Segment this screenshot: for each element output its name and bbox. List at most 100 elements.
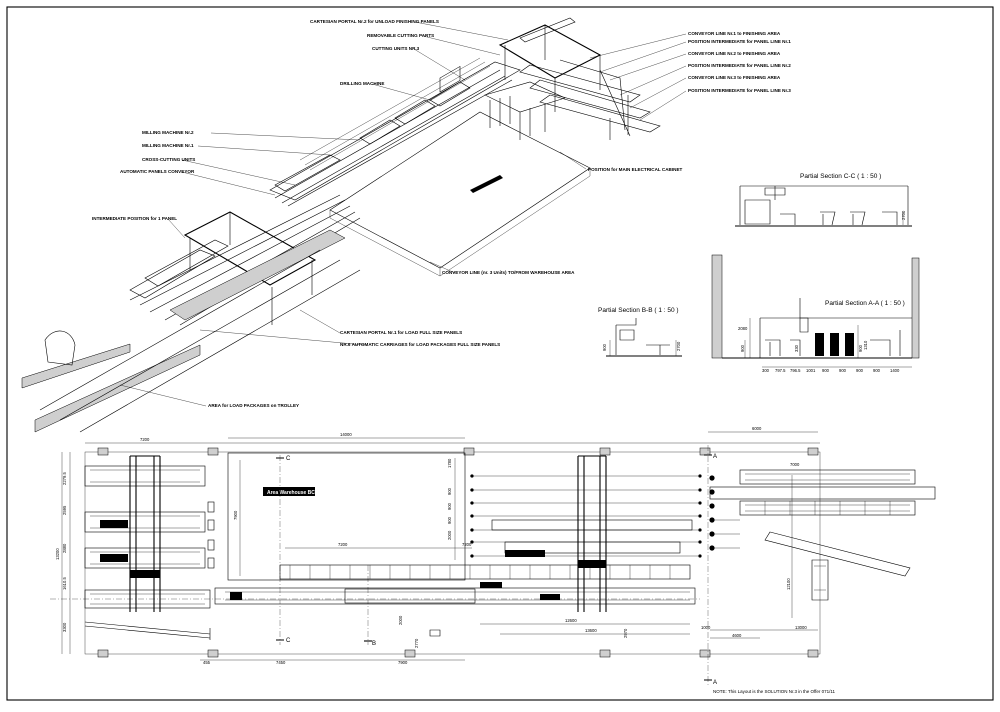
callout-position-3: POSITION INTERMEDIATE for PANEL LINE Nr.… xyxy=(688,88,791,93)
callout-portal-1: CARTESIAN PORTAL Nr.1 for LOAD FULL SIZE… xyxy=(340,330,462,335)
section-aa-bottom-dim: 300 xyxy=(762,368,770,373)
plan-dim-inner-7200: 7200 xyxy=(462,542,472,547)
plan-dim-left-3: 2880 xyxy=(62,543,67,553)
plan-dim-warehouse-w: 7200 xyxy=(338,542,348,547)
plan-dim-left-total: 13200 xyxy=(55,548,60,560)
iso-finishing-conveyors xyxy=(519,64,661,133)
plan-dim-left-2: 2595 xyxy=(62,505,67,515)
callout-cross-cutting: CROSS-CUTTING UNITS xyxy=(142,157,195,162)
plan-trolley-area xyxy=(84,621,211,640)
callout-position-2: POSITION INTERMEDIATE for PANEL LINE Nr.… xyxy=(688,63,791,68)
plan-main-line-lower xyxy=(214,587,696,605)
callout-removable-parts: REMOVABLE CUTTING PARTS xyxy=(367,33,434,38)
marker-a-bot: A xyxy=(713,680,717,686)
section-aa-bottom-dim: 1001 xyxy=(806,368,816,373)
plan-dim-bottom-f: 2770 xyxy=(414,638,419,648)
plan-warehouse-area xyxy=(227,452,466,581)
iso-electrical-cabinet xyxy=(484,81,566,113)
iso-callouts: CARTESIAN PORTAL Nr.2 for UNLOAD FINISHI… xyxy=(92,19,791,408)
section-bb: Partial Section B-B ( 1 : 50 ) 900 2700 xyxy=(598,307,682,357)
plan-dim-right-h: 12100 xyxy=(786,578,791,590)
iso-portal-2 xyxy=(498,24,602,79)
callout-milling-1: MILLING MACHINE Nr.1 xyxy=(142,143,194,148)
sheet-border xyxy=(6,6,994,701)
iso-portal-1 xyxy=(183,211,317,286)
callout-warehouse-conveyor: CONVEYOR LINE (nr. 3 Units) TO/FROM WARE… xyxy=(442,270,575,275)
section-aa-wall-left xyxy=(711,254,723,359)
callout-carriages: NR.6 AUTOMATIC CARRIAGES for LOAD PACKAG… xyxy=(340,342,500,347)
plan-dim-left-1: 2279.5 xyxy=(62,472,67,485)
plan-machine-block xyxy=(344,588,476,604)
plan-warehouse-label: Area Warehouse BCW xyxy=(267,490,320,496)
callout-cutting-units-3: CUTTING UNITS NR.3 xyxy=(372,46,420,51)
layout-note: NOTE: This Layout is the SOLUTION Nr.3 i… xyxy=(713,689,836,694)
section-aa-dim-left: 900 xyxy=(740,344,745,352)
plan-dim-top-2: 14000 xyxy=(340,432,352,437)
iso-intermediate-position xyxy=(129,239,229,299)
plan-columns xyxy=(97,447,819,658)
iso-warehouse-marker xyxy=(470,175,503,193)
section-cc: Partial Section C-C ( 1 : 50 ) 2700 xyxy=(735,173,912,227)
iso-main-rail-upper xyxy=(269,61,521,201)
plan-dim-inner-5: 2000 xyxy=(447,530,452,540)
section-cc-title: Partial Section C-C ( 1 : 50 ) xyxy=(800,173,881,180)
plan-angled-conveyor xyxy=(764,531,911,577)
section-aa-bottom-dim: 797.5 xyxy=(775,368,786,373)
section-bb-dim-1: 900 xyxy=(602,343,607,351)
callout-milling-2: MILLING MACHINE Nr.2 xyxy=(142,130,194,135)
section-bb-title: Partial Section B-B ( 1 : 50 ) xyxy=(598,307,679,314)
plan-dim-right-a: 4600 xyxy=(732,633,742,638)
plan-dim-right-mid: 12600 xyxy=(565,618,577,623)
section-aa: Partial Section A-A ( 1 : 50 ) 2080 900 … xyxy=(711,254,920,373)
section-aa-bottom-dim: 1400 xyxy=(890,368,900,373)
iso-main-rail-lines xyxy=(274,69,513,207)
iso-trolley-package-2 xyxy=(34,344,201,433)
plan-dim-right-small: 1000 xyxy=(701,625,711,630)
section-aa-bottom-dim: 900 xyxy=(839,368,847,373)
section-aa-dim-right: 900 xyxy=(858,344,863,352)
section-aa-title: Partial Section A-A ( 1 : 50 ) xyxy=(825,300,905,307)
section-bb-dim-2: 2700 xyxy=(676,341,681,351)
callout-intermediate-1: INTERMEDIATE POSITION for 1 PANEL xyxy=(92,216,177,221)
plan-warehouse-label-box xyxy=(263,487,315,496)
plan-view: 7200 14000 6000 7000 2279.5 2595 2880 16… xyxy=(50,426,936,686)
plan-dim-right-bottom: 13600 xyxy=(585,628,597,633)
marker-c-top: C xyxy=(286,456,291,462)
callout-conveyor-1: CONVEYOR LINE Nr.1 to FINISHING AREA xyxy=(688,31,781,36)
plan-dim-bottom-g: 2970 xyxy=(623,628,628,638)
plan-dim-inner-1: 1780 xyxy=(447,458,452,468)
section-aa-bottom-dim: 796.5 xyxy=(790,368,801,373)
plan-dim-left-4: 1610.5 xyxy=(62,577,67,590)
plan-dim-bottom-c: 7900 xyxy=(398,660,408,665)
iso-operator-post xyxy=(44,330,76,366)
section-aa-bottom-dim: 900 xyxy=(873,368,881,373)
callout-auto-conveyor: AUTOMATIC PANELS CONVEYOR xyxy=(120,169,195,174)
section-aa-bottom-dim: 900 xyxy=(856,368,864,373)
marker-b: B xyxy=(372,641,376,647)
section-aa-wall-right xyxy=(911,257,920,359)
plan-dim-bottom-b: 7450 xyxy=(276,660,286,665)
plan-main-line-upper xyxy=(279,564,691,580)
plan-conveyor-nodes xyxy=(470,474,702,558)
iso-carriage-rails xyxy=(129,194,361,326)
plan-forklift xyxy=(811,559,829,601)
callout-position-1: POSITION INTERMEDIATE for PANEL LINE Nr.… xyxy=(688,39,791,44)
plan-finishing-conveyors xyxy=(709,469,936,551)
plan-dim-top-4: 7000 xyxy=(790,462,800,467)
plan-conveyor-lines xyxy=(470,475,700,557)
plan-dim-inner-4: 900 xyxy=(447,516,452,524)
plan-dim-bottom-a: 455 xyxy=(203,660,211,665)
plan-building-outline xyxy=(84,451,821,655)
plan-portal-1 xyxy=(129,455,161,612)
marker-a-top: A xyxy=(713,454,717,460)
iso-warehouse-area xyxy=(329,111,591,269)
isometric-view xyxy=(21,17,661,433)
plan-dim-inner-3: 900 xyxy=(447,502,452,510)
callout-conveyor-2: CONVEYOR LINE Nr.2 to FINISHING AREA xyxy=(688,51,781,56)
iso-leader-lines xyxy=(119,21,687,407)
callout-conveyor-3: CONVEYOR LINE Nr.3 to FINISHING AREA xyxy=(688,75,781,80)
callout-electrical-cabinet: POSITION for MAIN ELECTRICAL CABINET xyxy=(588,167,683,172)
